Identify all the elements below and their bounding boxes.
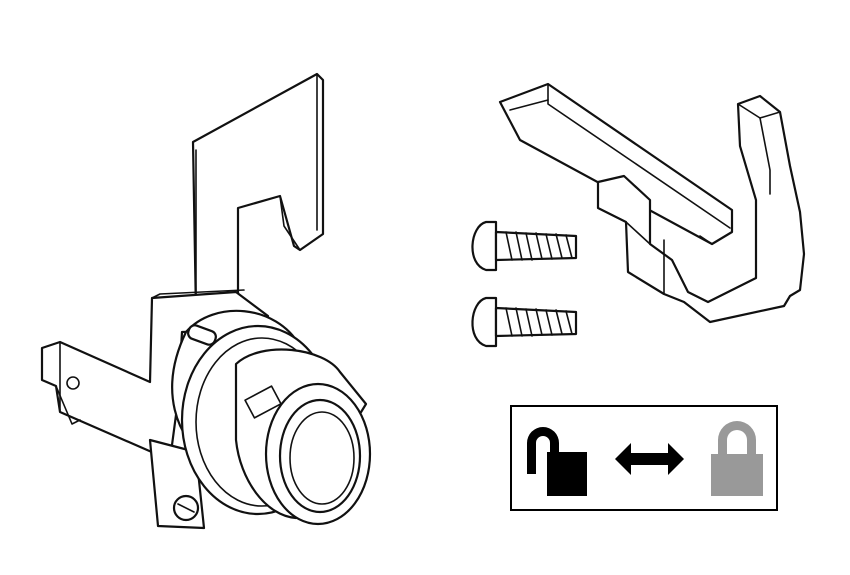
screw	[471, 296, 578, 348]
bracket-hole	[66, 376, 80, 390]
lock-cylinder-assembly	[40, 72, 372, 530]
lock-cylinder	[171, 309, 372, 526]
double-arrow-icon	[615, 443, 684, 475]
unlocked-padlock-icon	[527, 427, 587, 496]
retaining-pin	[187, 324, 217, 346]
keyway-ring	[278, 398, 362, 514]
cam-plate	[191, 72, 325, 316]
latch-bar	[498, 82, 806, 324]
locked-padlock-icon	[711, 421, 763, 496]
cylinder-label	[244, 385, 282, 419]
screw	[471, 220, 578, 272]
lock-direction-label	[510, 405, 778, 511]
